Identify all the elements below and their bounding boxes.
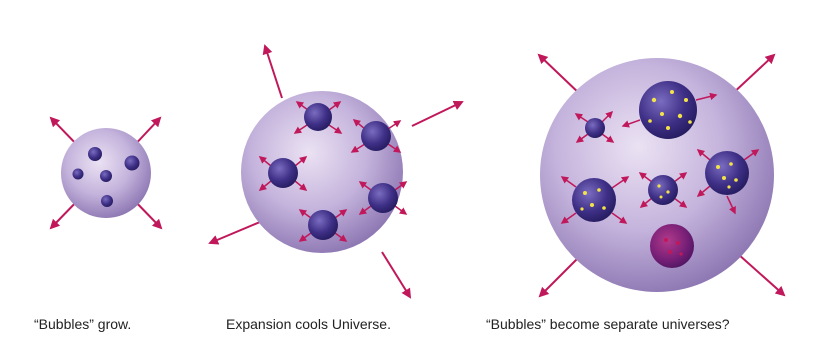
caption-bubbles-grow: “Bubbles” grow. — [34, 316, 131, 332]
bubble — [100, 170, 112, 182]
bubble — [361, 121, 391, 151]
bubble — [304, 103, 332, 131]
bubble — [368, 183, 398, 213]
stage-1-group — [51, 118, 161, 228]
bubble-universe — [639, 81, 697, 139]
bubble-universe-magenta — [650, 224, 694, 268]
bubble — [125, 156, 140, 171]
bubble — [585, 118, 605, 138]
bubble-universe — [648, 175, 678, 205]
bubble — [268, 158, 298, 188]
bubble — [308, 210, 338, 240]
bubble-universe — [705, 151, 749, 195]
stage-2-group — [210, 46, 462, 297]
caption-expansion-cools: Expansion cools Universe. — [226, 316, 391, 332]
bubble-universe — [572, 178, 616, 222]
stage-3-group — [539, 55, 784, 296]
caption-separate-universes: “Bubbles” become separate universes? — [486, 316, 730, 332]
bubble — [88, 147, 102, 161]
bubble — [101, 195, 113, 207]
bubble — [73, 169, 84, 180]
